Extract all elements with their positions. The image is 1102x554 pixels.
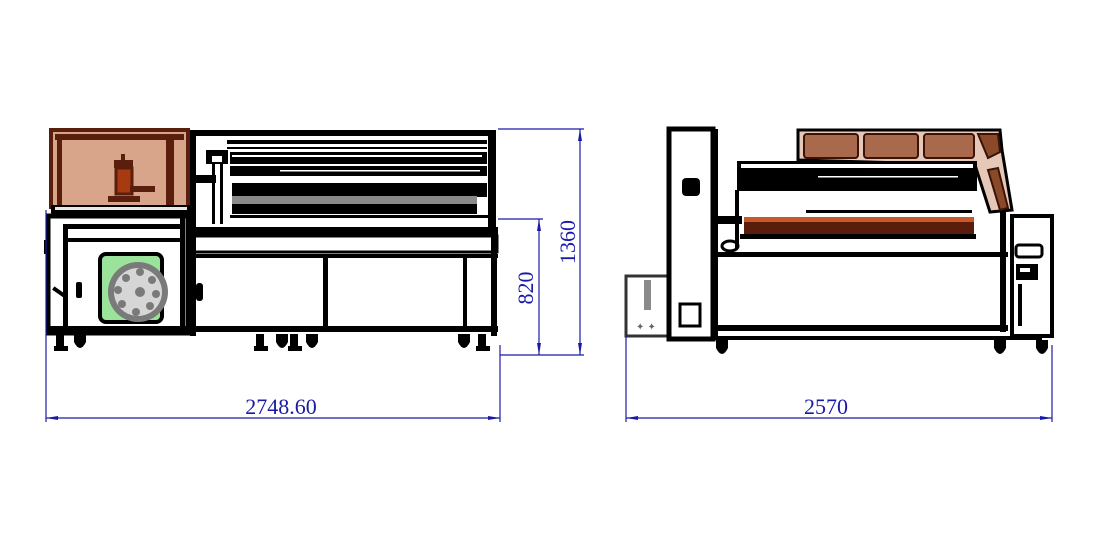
- top-panels: [796, 128, 1014, 214]
- dim-label-2570: 2570: [804, 394, 848, 419]
- dim-label-820: 820: [513, 272, 538, 305]
- control-box: ✦ ✦: [624, 274, 670, 338]
- switch-icon: [678, 302, 702, 328]
- side-view: ✦ ✦: [624, 126, 1054, 354]
- roller-frame: [190, 130, 496, 230]
- casters: [54, 334, 490, 351]
- svg-text:✦ ✦: ✦ ✦: [636, 322, 656, 333]
- control-knob-icon: [682, 178, 700, 196]
- belt: [735, 190, 976, 248]
- left-cabinet: [44, 213, 191, 336]
- motor-icon: [108, 154, 155, 202]
- enclosure-hood: [49, 128, 191, 214]
- side-casters: [716, 340, 1048, 354]
- dim-label-1360: 1360: [555, 220, 580, 264]
- front-view: [44, 128, 499, 351]
- dimension-total-height: 1360: [498, 128, 584, 356]
- dim-label-2748: 2748.60: [245, 394, 317, 419]
- table-body: [190, 227, 499, 336]
- dimension-overall-length-side: 2570: [625, 336, 1053, 422]
- right-side-cabinet: [1010, 214, 1054, 338]
- dimension-table-height: 820: [498, 218, 543, 355]
- viewing-window: [98, 252, 168, 324]
- dimension-overall-length-front: 2748.60: [45, 210, 501, 422]
